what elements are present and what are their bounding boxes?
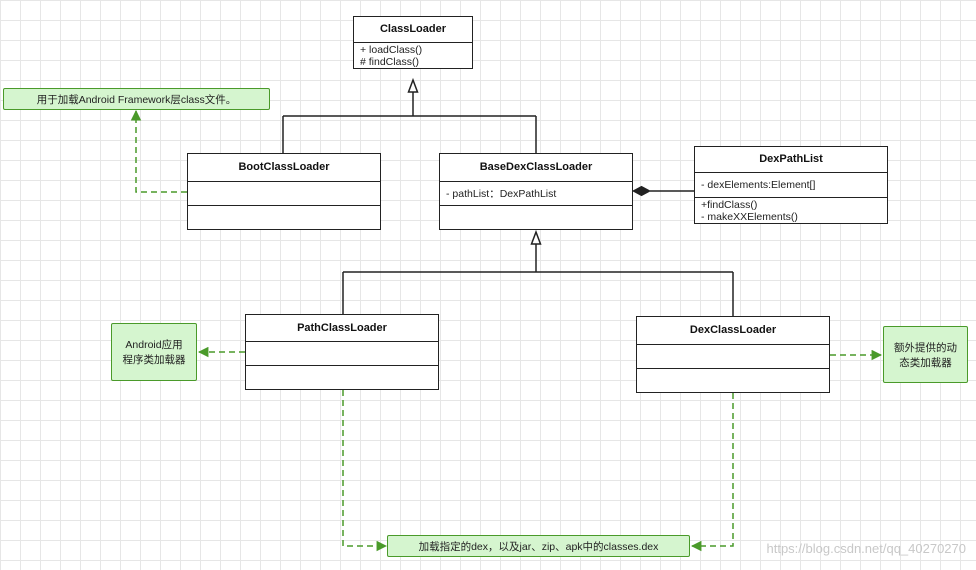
field: - dexElements:Element[] — [701, 179, 816, 191]
class-name: BootClassLoader — [238, 161, 330, 173]
inheritance-to-basedexclassloader — [342, 244, 734, 316]
method: +findClass() — [701, 199, 758, 211]
class-name: ClassLoader — [379, 23, 447, 35]
field: - pathList：DexPathList — [446, 188, 557, 200]
note-text-line: 程序类加载器 — [122, 354, 186, 366]
note-dynamic-loader[interactable]: 额外提供的动 态类加载器 — [883, 326, 968, 383]
note-dex-loading[interactable]: 加载指定的dex，以及jar、zip、apk中的classes.dex — [387, 535, 690, 557]
note-text-line: Android应用 — [125, 339, 183, 351]
class-bootclassloader[interactable]: BootClassLoader — [187, 153, 381, 230]
path-to-dex-note-arrow — [342, 390, 388, 552]
composition-diamond — [631, 185, 652, 197]
note-framework[interactable]: 用于加载Android Framework层class文件。 — [3, 88, 270, 110]
fields-section — [637, 344, 829, 368]
method: - makeXXElements() — [701, 211, 798, 223]
methods-section — [440, 205, 632, 229]
dexloader-to-dex-note-arrow — [690, 393, 734, 552]
class-dexpathlist[interactable]: DexPathList - dexElements:Element[] +fin… — [694, 146, 888, 224]
note-text-line: 态类加载器 — [899, 356, 952, 369]
methods-section — [246, 365, 438, 389]
watermark-text: https://blog.csdn.net/qq_40270270 — [766, 541, 967, 556]
class-name: DexClassLoader — [689, 324, 777, 336]
fields-section: - dexElements:Element[] — [695, 172, 887, 197]
class-pathclassloader[interactable]: PathClassLoader — [245, 314, 439, 390]
fields-section — [188, 181, 380, 205]
boot-to-note-arrow — [130, 109, 187, 193]
class-dexclassloader[interactable]: DexClassLoader — [636, 316, 830, 393]
note-text: 加载指定的dex，以及jar、zip、apk中的classes.dex — [418, 540, 659, 553]
class-name: BaseDexClassLoader — [479, 161, 593, 173]
method: + loadClass() — [360, 44, 423, 56]
class-basedexclassloader[interactable]: BaseDexClassLoader - pathList：DexPathLis… — [439, 153, 633, 230]
generalization-arrowhead-basedex — [530, 229, 542, 245]
fields-section: - pathList：DexPathList — [440, 181, 632, 205]
methods-section: + loadClass() # findClass() — [354, 42, 472, 68]
class-name: PathClassLoader — [297, 322, 387, 334]
inheritance-to-classloader — [282, 92, 537, 153]
methods-section — [637, 368, 829, 392]
methods-section — [188, 205, 380, 229]
method: # findClass() — [360, 56, 419, 68]
fields-section — [246, 341, 438, 365]
note-text-line: 额外提供的动 — [894, 341, 957, 354]
note-android-app-loader[interactable]: Android应用 程序类加载器 — [111, 323, 197, 381]
class-name: DexPathList — [759, 153, 823, 165]
methods-section: +findClass() - makeXXElements() — [695, 197, 887, 223]
generalization-arrowhead-classloader — [407, 77, 419, 93]
class-classloader[interactable]: ClassLoader + loadClass() # findClass() — [353, 16, 473, 69]
note-text: 用于加载Android Framework层class文件。 — [36, 93, 237, 106]
